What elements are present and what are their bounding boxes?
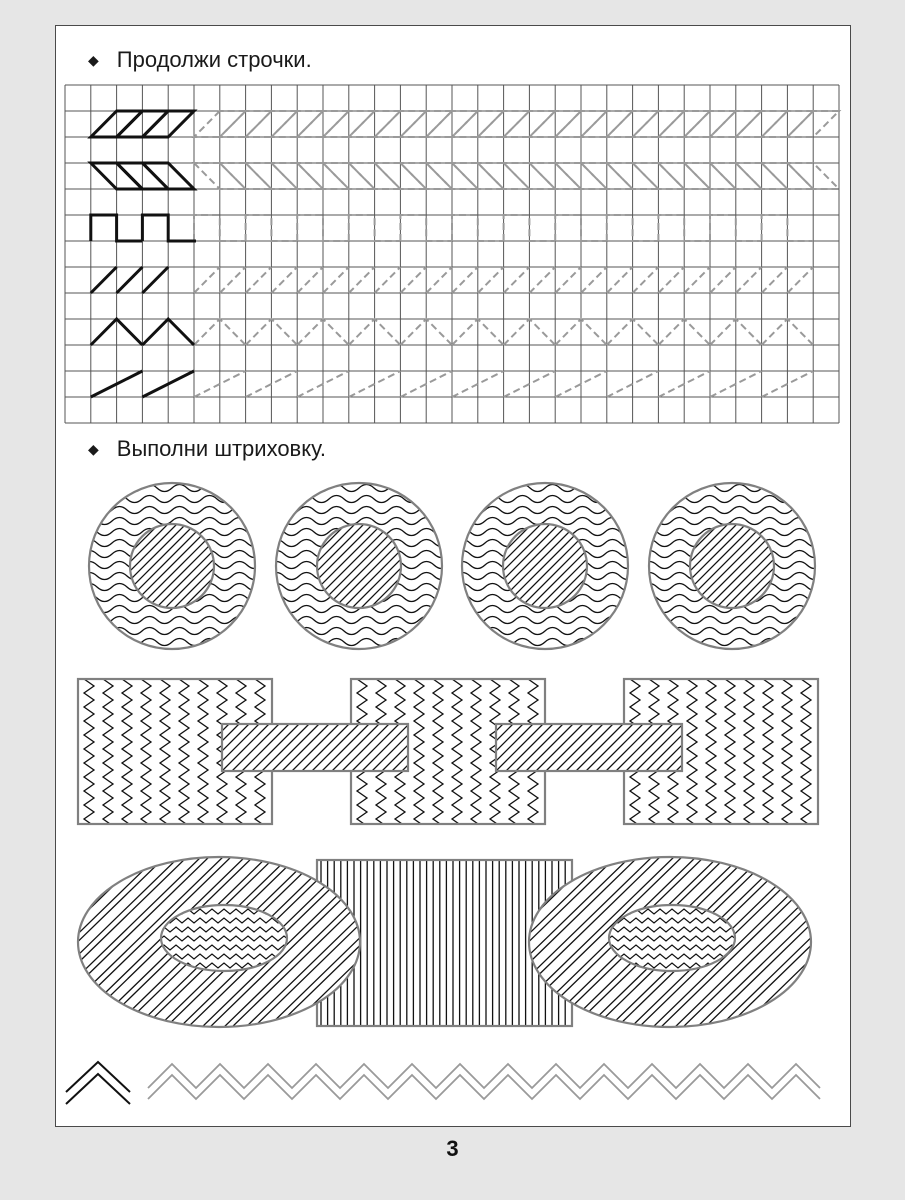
hatching-rectangles (76, 677, 820, 826)
diamond-bullet-icon: ◆ (88, 51, 99, 68)
page-number: 3 (446, 1136, 459, 1161)
bottom-zigzag-border (65, 1060, 821, 1105)
trace-patterns (191, 110, 842, 398)
task-hatching-label: Выполни штриховку. (116, 436, 327, 461)
task-hatching: ◆ Выполни штриховку. (88, 436, 326, 462)
sample-patterns (87, 109, 198, 399)
hatching-ring (87, 481, 257, 651)
hatching-bar (220, 722, 410, 773)
hatching-oval (527, 855, 813, 1029)
hatching-ovals (76, 855, 813, 1029)
hatching-rings (87, 481, 817, 651)
task-continue-lines: ◆ Продолжи строчки. (88, 47, 312, 73)
hatching-bar (494, 722, 684, 773)
hatching-ring (274, 481, 444, 651)
hatching-ring (647, 481, 817, 651)
hatching-oval (76, 855, 362, 1029)
hatching-ring (460, 481, 630, 651)
diamond-bullet-icon: ◆ (88, 440, 99, 457)
task-continue-lines-label: Продолжи строчки. (116, 47, 312, 72)
